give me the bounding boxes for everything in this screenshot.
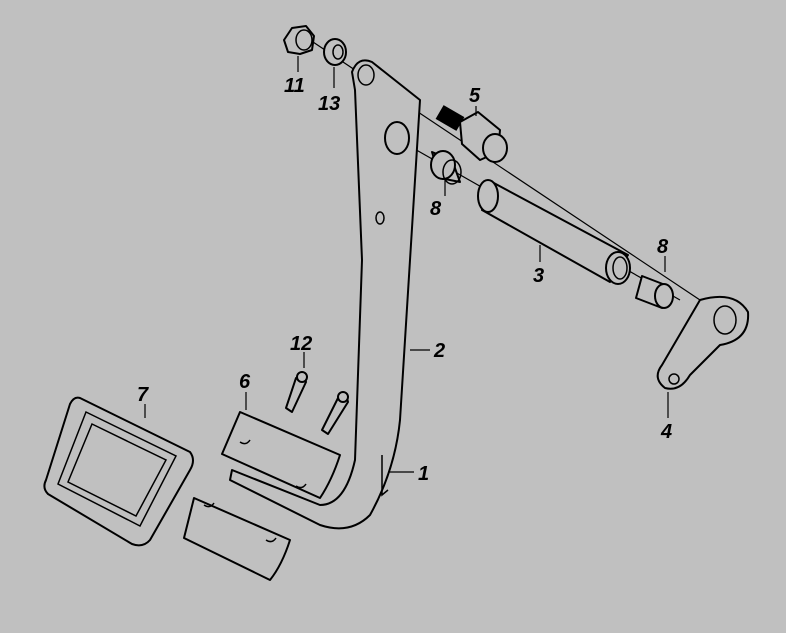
callout-7: 7: [137, 384, 149, 406]
callout-3: 3: [533, 265, 544, 287]
callout-8-upper: 8: [430, 198, 442, 220]
pedal-arm-part: [229, 59, 421, 530]
callout-2: 2: [433, 340, 445, 362]
bushing-lower-part: [635, 275, 674, 309]
shaft-tube-part: [477, 179, 631, 285]
pad-plate-part: [221, 411, 341, 499]
nut-part: [283, 25, 315, 55]
callout-4: 4: [660, 421, 672, 443]
callout-13: 13: [318, 93, 340, 115]
callout-5: 5: [469, 85, 481, 107]
rubber-pad-part: [43, 396, 194, 547]
callout-6: 6: [239, 371, 251, 393]
rivets-part: [285, 371, 349, 435]
callout-12: 12: [290, 333, 312, 355]
pedal-foot-part: [183, 497, 291, 581]
callout-11: 11: [284, 75, 305, 97]
bushing-upper-part: [430, 150, 462, 185]
washer-part: [323, 38, 347, 66]
link-lever-part: [656, 296, 750, 390]
callout-1: 1: [418, 463, 429, 485]
callout-8-lower: 8: [657, 236, 669, 258]
bolt-part: [435, 105, 508, 163]
